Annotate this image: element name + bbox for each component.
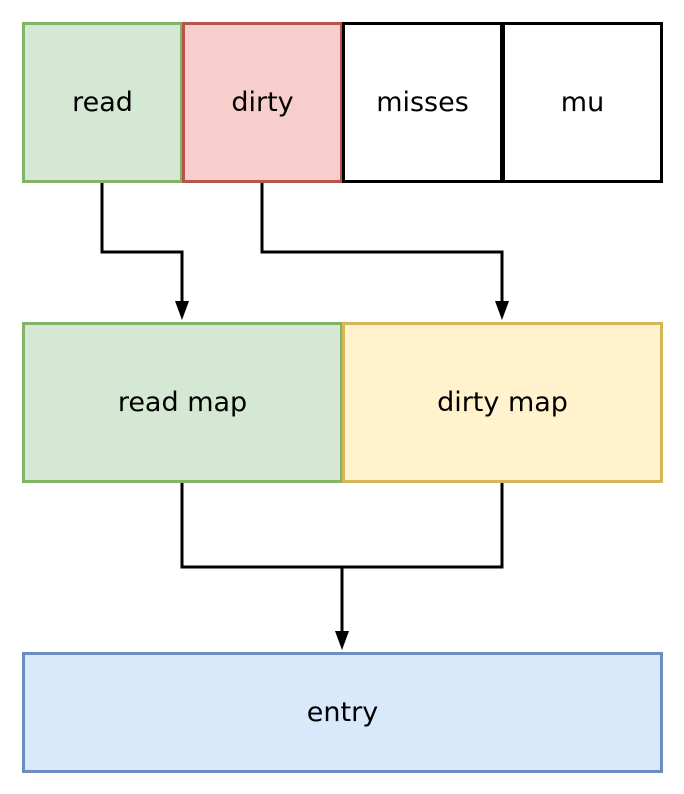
field-dirty: dirty [182,22,343,183]
arrowhead-entry [335,631,349,650]
entry-box: entry [22,652,663,773]
field-read: read [22,22,183,183]
edge-read-map-to-merge [180,483,504,569]
dirty-map-label: dirty map [437,387,568,418]
field-read-label: read [72,87,133,118]
arrowhead-read-map [175,301,189,320]
field-mu-label: mu [560,87,605,118]
arrowhead-dirty-map [495,301,509,320]
field-misses-label: misses [376,87,469,118]
edge-read-to-read-map [100,183,184,312]
field-mu: mu [502,22,663,183]
field-dirty-label: dirty [231,87,294,118]
read-map-box: read map [22,322,343,483]
edge-dirty-to-dirty-map [260,183,504,312]
read-map-label: read map [117,387,248,418]
dirty-map-box: dirty map [342,322,663,483]
entry-label: entry [306,697,379,728]
field-misses: misses [342,22,503,183]
